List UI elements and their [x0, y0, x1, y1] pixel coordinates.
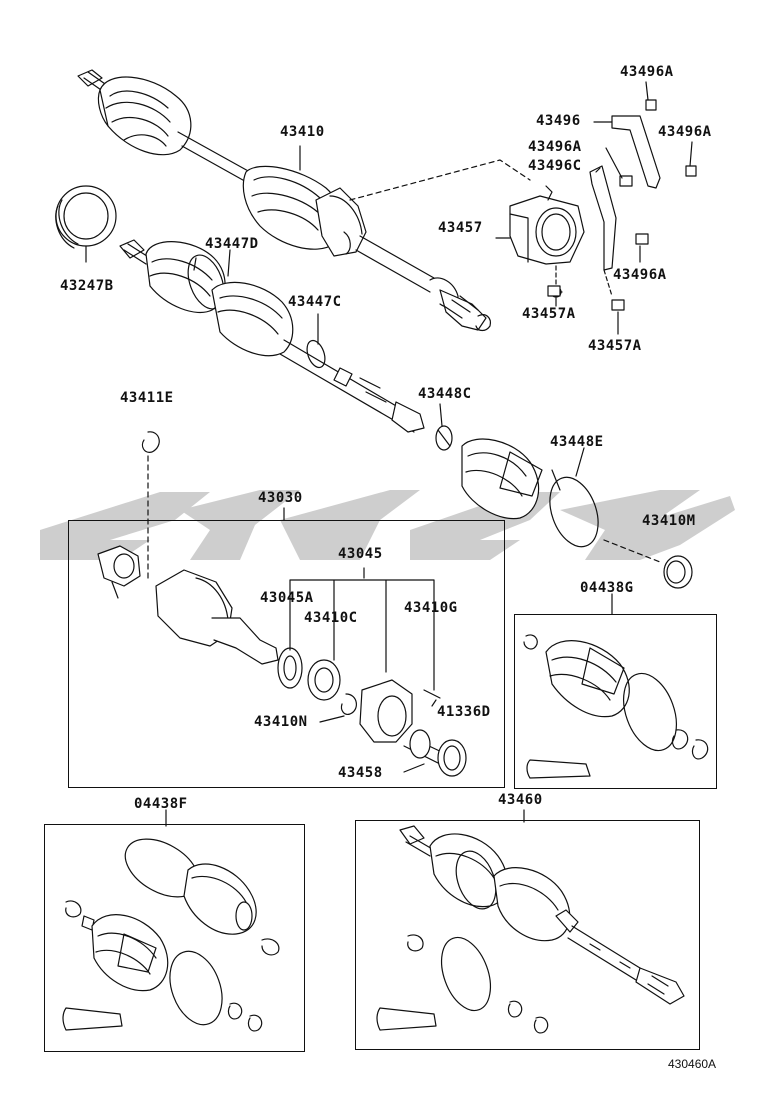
- diagram-reference-number: 430460A: [668, 1057, 717, 1071]
- snap-ring-43411E: [141, 431, 160, 581]
- part-label-43045: 43045: [338, 546, 383, 562]
- clamp-43448C: [435, 425, 453, 451]
- drive-shaft-43410: [77, 69, 491, 332]
- boot-43448E: [461, 438, 661, 563]
- part-label-43411E: 43411E: [120, 390, 174, 406]
- part-label-43448E: 43448E: [550, 434, 604, 450]
- part-label-43410M: 43410M: [642, 513, 696, 529]
- boot-43247B: [55, 185, 117, 263]
- part-label-43448C: 43448C: [418, 386, 472, 402]
- part-label-43410: 43410: [280, 124, 325, 140]
- kit-43460-parts: [376, 825, 685, 1034]
- part-label-43045A: 43045A: [260, 590, 314, 606]
- part-label-43030: 43030: [258, 490, 303, 506]
- part-label-43457A-left: 43457A: [522, 306, 576, 322]
- assembly-43030-parts: [97, 545, 467, 777]
- kit-box-04438F: [44, 824, 305, 1052]
- kit-04438G-parts: [523, 634, 709, 779]
- bracket-43457: [509, 185, 585, 298]
- kit-box-43030: [68, 520, 505, 788]
- drive-shaft-second: [119, 239, 425, 433]
- part-label-43496A-mid: 43496A: [528, 139, 582, 155]
- part-label-43410N: 43410N: [254, 714, 308, 730]
- seal-43410M: [663, 555, 693, 589]
- part-label-04438G: 04438G: [580, 580, 634, 596]
- part-label-43457A-right: 43457A: [588, 338, 642, 354]
- part-label-43457: 43457: [438, 220, 483, 236]
- part-label-43247B: 43247B: [60, 278, 114, 294]
- part-label-43496C: 43496C: [528, 158, 582, 174]
- part-label-43410C: 43410C: [304, 610, 358, 626]
- part-label-43496A-top: 43496A: [620, 64, 674, 80]
- part-label-04438F: 04438F: [134, 796, 188, 812]
- part-label-43496A-right: 43496A: [658, 124, 712, 140]
- part-label-41336D: 41336D: [437, 704, 491, 720]
- part-label-43410G: 43410G: [404, 600, 458, 616]
- part-label-43447C: 43447C: [288, 294, 342, 310]
- watermark-logo: [40, 490, 735, 560]
- kit-box-04438G: [514, 614, 717, 789]
- kit-04438F-parts: [62, 838, 280, 1032]
- part-label-43458: 43458: [338, 765, 383, 781]
- part-label-43447D: 43447D: [205, 236, 259, 252]
- kit-box-43460: [355, 820, 700, 1050]
- bracket-43496: [547, 99, 697, 311]
- part-label-43496A-low: 43496A: [613, 267, 667, 283]
- leader-lines: [165, 81, 693, 827]
- part-label-43460: 43460: [498, 792, 543, 808]
- part-label-43496: 43496: [536, 113, 581, 129]
